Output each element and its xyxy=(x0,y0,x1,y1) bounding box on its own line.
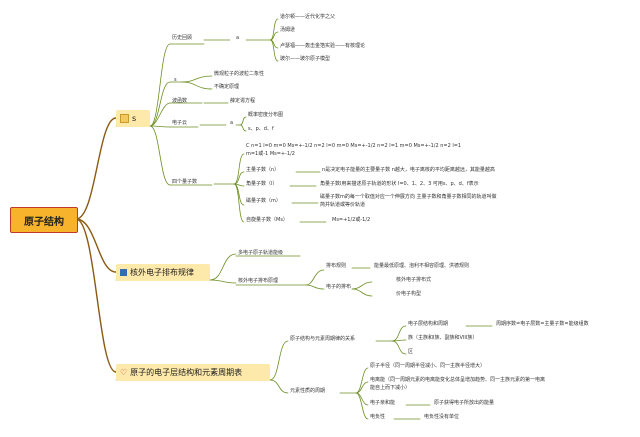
cloud-node[interactable]: 电子云 xyxy=(172,120,188,126)
history-marker: a xyxy=(236,35,240,41)
periodicity-item-2-line-2: 能自上而下减小） xyxy=(370,385,411,391)
s-node[interactable]: s xyxy=(174,77,177,83)
layout-item-2[interactable]: 价电子构型 xyxy=(396,291,422,297)
branch-2-node[interactable]: 核外电子排布规律 xyxy=(116,264,210,281)
relation-item-2[interactable]: 族（主族和I族、副族和VIII族） xyxy=(408,335,478,341)
rules-value[interactable]: 能量最低原理、泡利不相容原理、洪德规则 xyxy=(374,263,470,269)
cloud-item-1[interactable]: 概率密度分布图 xyxy=(248,112,284,118)
history-item-1[interactable]: 道尔顿——近代化学之父 xyxy=(280,14,336,20)
layout-item-1[interactable]: 核外电子排布式 xyxy=(396,277,432,283)
relation-node[interactable]: 原子结构与元素周期律的关系 xyxy=(290,336,356,342)
periodicity-item-4-value[interactable]: 电负性没有单位 xyxy=(424,414,460,420)
branch-1-label: s xyxy=(132,114,137,123)
arrangement-node[interactable]: 核外电子排布原理 xyxy=(238,278,279,284)
branch-1-node[interactable]: s xyxy=(116,110,150,127)
relation-item-1[interactable]: 电子层结构和周期 xyxy=(408,321,449,327)
history-node[interactable]: 历史回顾 xyxy=(172,35,193,41)
wave-node[interactable]: 波函数 xyxy=(172,98,188,104)
quantum-n-desc[interactable]: n是决定电子能量的主要量子数 n越大，电子离核的平均距离越远，其能量越高 xyxy=(322,167,495,173)
branch-3-node[interactable]: ♡ 原子的电子层结构和元素周期表 xyxy=(116,364,270,381)
flag-icon xyxy=(120,269,127,276)
heart-icon: ♡ xyxy=(120,368,128,377)
branch-3-label: 原子的电子层结构和元素周期表 xyxy=(130,368,243,377)
quantum-ms-label[interactable]: 自旋量子数（Ms） xyxy=(246,217,288,223)
wave-value[interactable]: 薛定谔方程 xyxy=(230,98,256,104)
periodicity-item-4[interactable]: 电负性 xyxy=(370,414,386,420)
s-item-1[interactable]: 微观粒子的波粒二象性 xyxy=(214,71,265,77)
relation-item-3[interactable]: 区 xyxy=(408,349,414,355)
branch-2-label: 核外电子排布规律 xyxy=(130,268,194,277)
cloud-item-2[interactable]: s、p、d、f xyxy=(248,126,274,132)
periodicity-node[interactable]: 元素性质的周期 xyxy=(290,388,326,394)
rules-node[interactable]: 排布规则 xyxy=(326,263,347,269)
quantum-l-desc[interactable]: 角量子数l用来描述原子轨道的形状 l=0、1、2、3 可用s、p、d、f表示 xyxy=(320,181,479,187)
quantum-combos[interactable]: C n=1 l=0 m=0 Ms=+-1/2 n=2 l=0 m=0 Ms=+-… xyxy=(246,143,462,149)
cloud-marker: a xyxy=(230,120,234,126)
quantum-n-label[interactable]: 主量子数（n） xyxy=(246,167,280,173)
periodicity-item-3-value[interactable]: 原子获得电子所放出的能量 xyxy=(434,400,495,406)
quantum-node[interactable]: 四个量子数 xyxy=(172,179,198,185)
quantum-m-desc-2: 简并轨道或等价轨道 xyxy=(320,202,366,208)
periodicity-item-1[interactable]: 原子半径（同一周期半径减小、同一主族半径增大） xyxy=(370,363,486,369)
history-item-3[interactable]: 卢瑟福——轰击金箔实验——有核理论 xyxy=(280,43,366,49)
relation-item-1-value[interactable]: 周期序数=电子层数=主量子数=能级组数 xyxy=(496,321,589,327)
quantum-m-desc[interactable]: 磁量子数m的每一个取值对应一个伸展方向 主量子数和角量子数相同的轨道叫做 xyxy=(320,194,497,200)
s-item-2[interactable]: 不确定原理 xyxy=(214,84,240,90)
layout-node[interactable]: 电子的排布 xyxy=(326,284,352,290)
history-item-2[interactable]: 汤姆逊 xyxy=(280,27,296,33)
orbital-levels-node[interactable]: 多电子原子轨道能级 xyxy=(238,250,284,256)
quantum-m-label[interactable]: 磁量子数（m） xyxy=(246,198,281,204)
history-item-4[interactable]: 玻尔——玻尔原子模型 xyxy=(280,56,331,62)
square-icon xyxy=(120,114,129,123)
quantum-ms-desc[interactable]: Ms=+1/2或-1/2 xyxy=(332,217,371,223)
periodicity-item-2[interactable]: 电离能（同一周期元素的电离能变化总体呈增加趋势、同一主族元素的第一电离 xyxy=(370,377,546,383)
periodicity-item-3[interactable]: 电子亲和能 xyxy=(370,400,396,406)
quantum-combos-2: m=1或-1 Ms=+-1/2 xyxy=(246,151,295,157)
root-node[interactable]: 原子结构 xyxy=(10,207,78,233)
quantum-l-label[interactable]: 角量子数（l） xyxy=(246,181,278,187)
